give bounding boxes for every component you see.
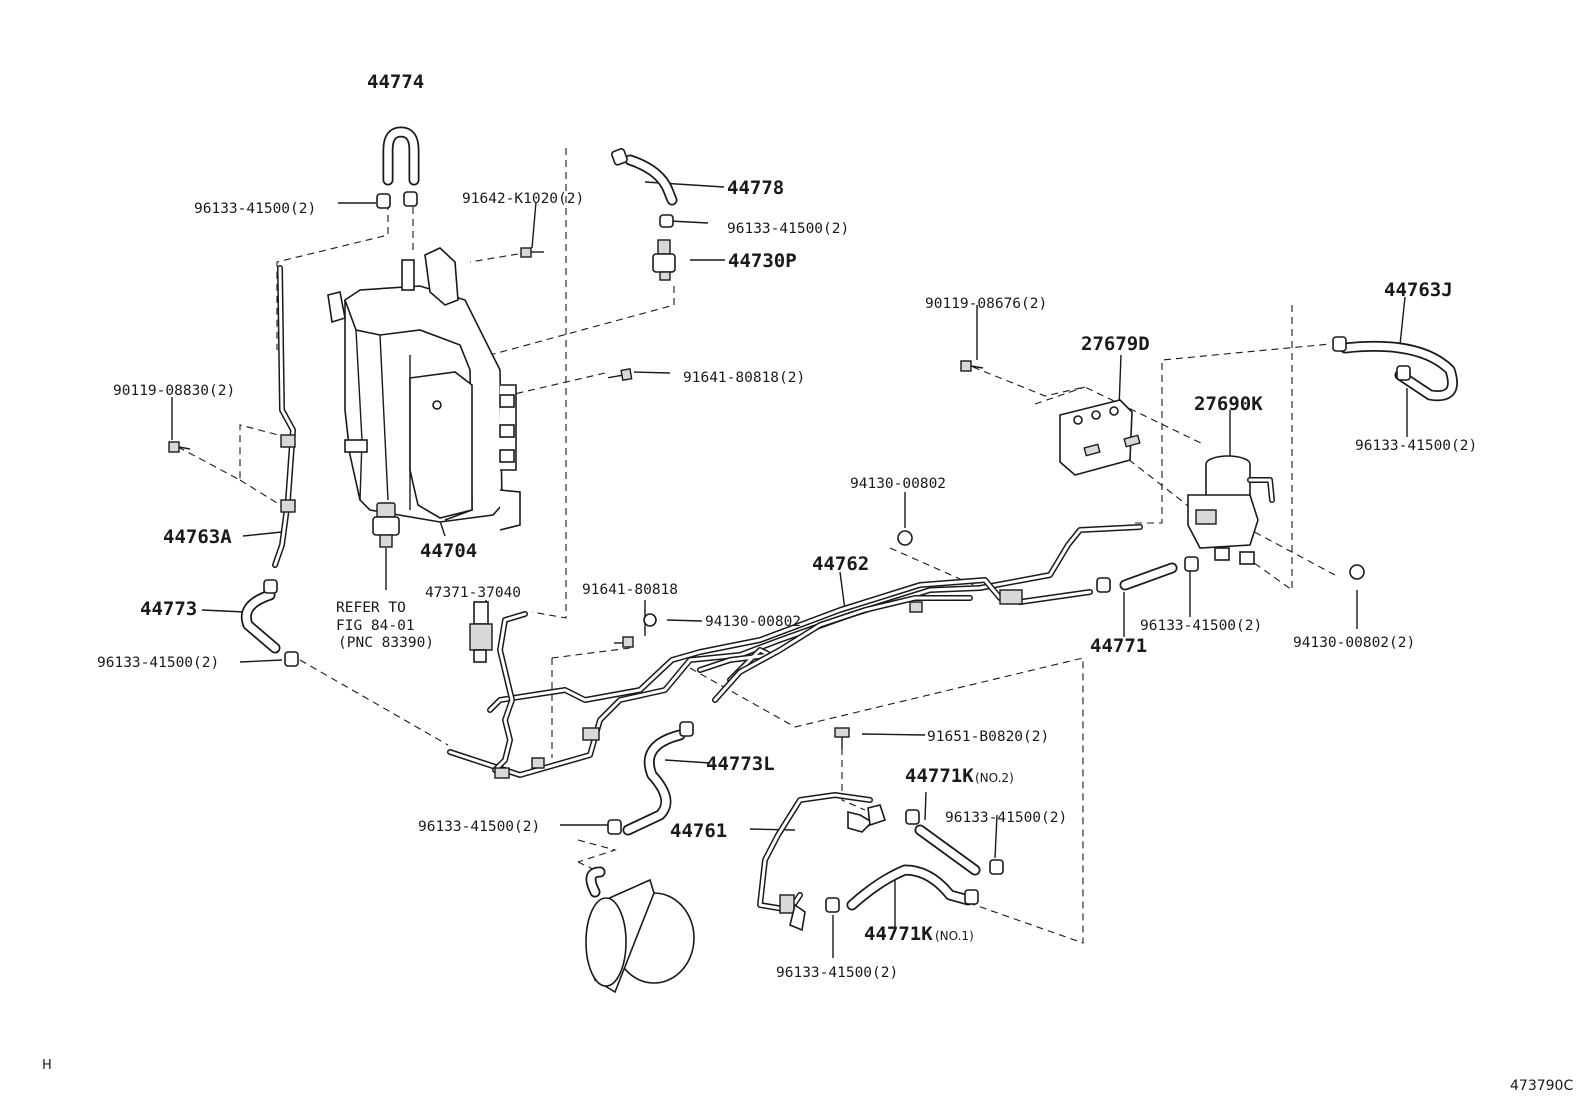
label-refer-1: REFER TO bbox=[336, 600, 406, 616]
pipe-clamp bbox=[280, 499, 296, 513]
vsv-47371 bbox=[469, 601, 493, 663]
label-91642: 91642-K1020(2) bbox=[462, 191, 584, 207]
part-labels: 44774 44778 44730P 91642-K1020(2) 96133-… bbox=[42, 71, 1573, 1094]
label-94130-top: 94130-00802 bbox=[850, 476, 946, 492]
label-96133-bottom-left: 96133-41500(2) bbox=[418, 819, 540, 835]
clamp bbox=[989, 859, 1004, 875]
tank-44704 bbox=[327, 247, 521, 531]
label-91641-mid: 91641-80818 bbox=[582, 582, 678, 598]
clamp bbox=[376, 193, 391, 209]
label-96133-top-mid: 96133-41500(2) bbox=[727, 221, 849, 237]
misc-brackets bbox=[779, 804, 887, 932]
label-27690K: 27690K bbox=[1194, 393, 1263, 415]
grommet bbox=[897, 530, 913, 546]
bolts bbox=[168, 247, 984, 749]
clamp bbox=[1184, 556, 1199, 572]
hoses bbox=[240, 126, 1458, 911]
label-96133-bottom-right: 96133-41500(2) bbox=[945, 810, 1067, 826]
pipe-clamp bbox=[280, 434, 296, 448]
clamp bbox=[403, 191, 418, 207]
label-44773: 44773 bbox=[140, 598, 197, 620]
clamp bbox=[611, 148, 628, 166]
clamp bbox=[964, 889, 979, 905]
label-44762: 44762 bbox=[812, 553, 869, 575]
label-44771K-no2-sub: (NO.2) bbox=[975, 771, 1014, 785]
clamp bbox=[679, 721, 694, 737]
label-96133-left: 96133-41500(2) bbox=[97, 655, 219, 671]
label-fig-code: 473790C bbox=[1510, 1078, 1573, 1094]
bolt-91641-top bbox=[608, 368, 633, 382]
bracket-27679D bbox=[1059, 399, 1141, 476]
pipe-clamp bbox=[999, 589, 1023, 605]
label-96133-bottom: 96133-41500(2) bbox=[776, 965, 898, 981]
bolt-90119-08830 bbox=[168, 441, 191, 453]
clamp bbox=[825, 897, 840, 913]
clamp bbox=[659, 214, 674, 228]
label-corner-h: H bbox=[42, 1058, 52, 1073]
clamp bbox=[1096, 577, 1111, 593]
valve-44730P bbox=[652, 239, 676, 281]
label-44774: 44774 bbox=[367, 71, 424, 93]
label-96133-top-left: 96133-41500(2) bbox=[194, 201, 316, 217]
clamp bbox=[607, 819, 622, 835]
label-44763A: 44763A bbox=[163, 526, 232, 548]
leader-lines bbox=[171, 181, 1408, 958]
label-44771K-no1-sub: (NO.1) bbox=[935, 929, 974, 943]
pipe-clamp bbox=[582, 727, 600, 741]
pipe-clamp bbox=[494, 767, 510, 779]
vsv-27690K bbox=[1187, 455, 1275, 565]
grommet bbox=[1349, 564, 1365, 580]
label-44771K-no2: 44771K bbox=[905, 765, 974, 787]
label-91641-top: 91641-80818(2) bbox=[683, 370, 805, 386]
label-96133-right: 96133-41500(2) bbox=[1355, 438, 1477, 454]
label-96133-right-mid: 96133-41500(2) bbox=[1140, 618, 1262, 634]
label-44704: 44704 bbox=[420, 540, 477, 562]
label-91651: 91651-B0820(2) bbox=[927, 729, 1049, 745]
label-90119-08676: 90119-08676(2) bbox=[925, 296, 1047, 312]
pipe-clamp bbox=[909, 601, 923, 613]
label-27679D: 27679D bbox=[1081, 333, 1150, 355]
charcoal-canister bbox=[585, 866, 695, 994]
label-94130-mid: 94130-00802 bbox=[705, 614, 801, 630]
label-44771: 44771 bbox=[1090, 635, 1147, 657]
clamp bbox=[1396, 365, 1411, 381]
pipe-clamp bbox=[531, 757, 545, 769]
bolt-91651 bbox=[834, 727, 850, 749]
label-refer-2: FIG 84-01 bbox=[336, 618, 415, 634]
label-refer-3: (PNC 83390) bbox=[338, 635, 434, 651]
clamp bbox=[1332, 336, 1347, 352]
label-44761: 44761 bbox=[670, 820, 727, 842]
label-44773L: 44773L bbox=[706, 753, 775, 775]
clamps bbox=[263, 148, 1411, 913]
bolt-90119-08676 bbox=[960, 360, 984, 372]
pipe-44761 bbox=[757, 792, 873, 913]
clamp bbox=[263, 579, 278, 594]
label-44763J: 44763J bbox=[1384, 279, 1453, 301]
bolt-91641-mid bbox=[614, 636, 634, 648]
bolt-91642 bbox=[520, 247, 544, 258]
label-44771K-no1: 44771K bbox=[864, 923, 933, 945]
clamp bbox=[284, 651, 299, 667]
pressure-switch bbox=[372, 502, 400, 548]
grommet bbox=[643, 613, 657, 627]
label-44730P: 44730P bbox=[728, 250, 797, 272]
label-47371: 47371-37040 bbox=[425, 585, 521, 601]
label-94130-right: 94130-00802(2) bbox=[1293, 635, 1415, 651]
label-90119-08830: 90119-08830(2) bbox=[113, 383, 235, 399]
clamp bbox=[905, 809, 920, 825]
label-44778: 44778 bbox=[727, 177, 784, 199]
